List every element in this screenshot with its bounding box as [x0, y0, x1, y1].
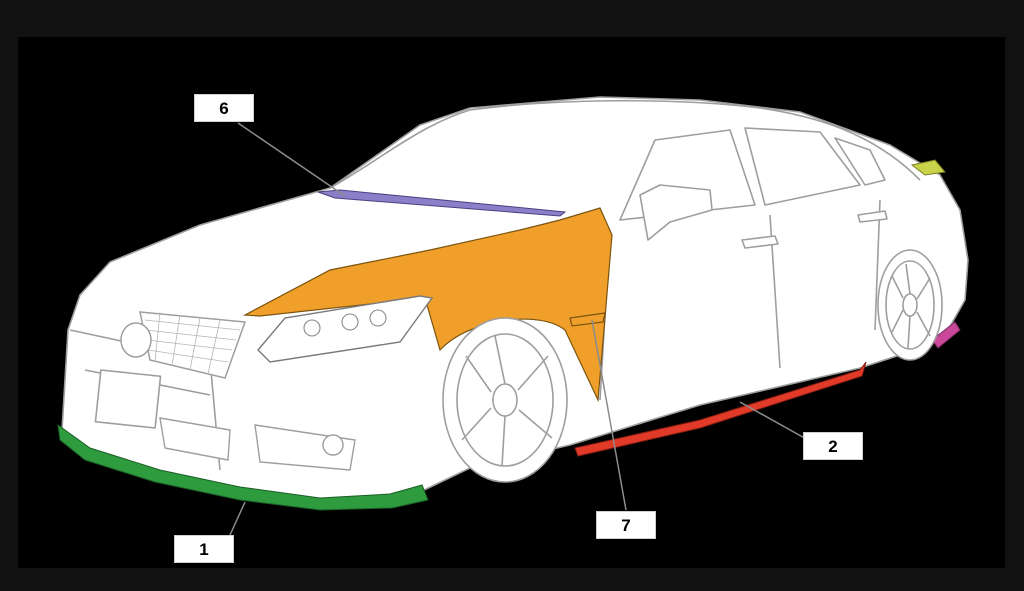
front-lip-part [57, 423, 429, 511]
headlight-lens [341, 313, 359, 331]
callout-1: 1 [174, 535, 234, 563]
license-plate [94, 369, 162, 429]
leader-line-7 [591, 319, 627, 511]
leader-line-6 [237, 122, 346, 197]
leader-line-1 [229, 501, 246, 536]
grille-mesh [144, 311, 241, 375]
side-mirror [639, 184, 713, 241]
headlight [257, 295, 434, 363]
rear-window [744, 127, 861, 206]
callout-7: 7 [596, 511, 656, 539]
roof-line [329, 99, 921, 189]
callout-6: 6 [194, 94, 254, 122]
side-skirt-part [574, 361, 867, 457]
quarter-window [834, 137, 886, 186]
rear-diffuser [931, 321, 961, 349]
callout-2: 2 [803, 432, 863, 460]
side-marker [569, 312, 606, 327]
door-handle [741, 235, 779, 249]
fog-lamp [322, 434, 344, 456]
headlight-lens [303, 319, 321, 337]
leader-line-2 [739, 401, 809, 441]
trunk-spoiler [910, 159, 946, 176]
door-handle [857, 210, 888, 223]
rear-wheel [877, 249, 943, 361]
front-wheel [442, 317, 568, 483]
headlight-lens [369, 309, 387, 327]
emblem [120, 322, 152, 358]
lower-intake [159, 417, 231, 461]
